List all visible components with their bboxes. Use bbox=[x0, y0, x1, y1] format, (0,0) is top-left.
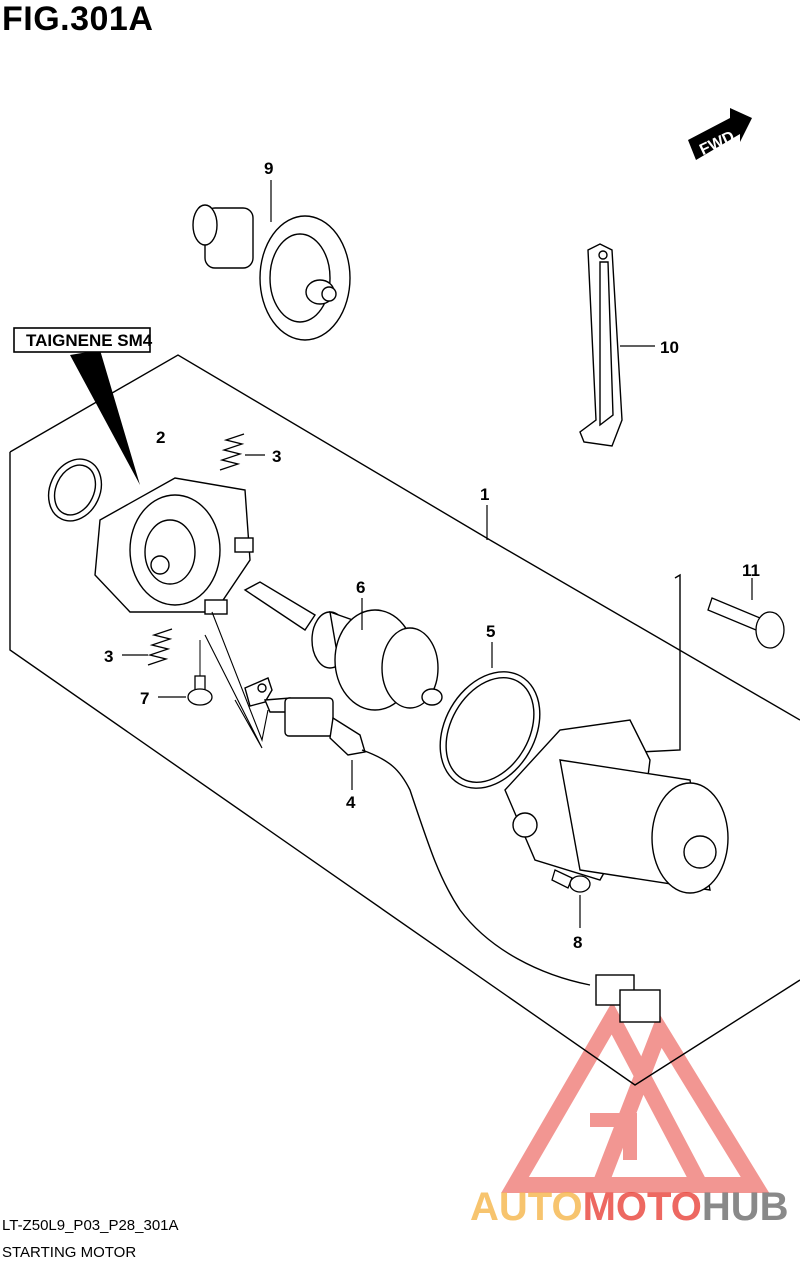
callout-7: 7 bbox=[140, 689, 149, 708]
figure-title: FIG.301A bbox=[2, 0, 154, 38]
callout-9: 9 bbox=[264, 159, 273, 178]
callout-8: 8 bbox=[573, 933, 582, 952]
screw-part-8 bbox=[551, 869, 591, 893]
spring-part-lower bbox=[147, 628, 173, 666]
bolt-part-11 bbox=[707, 597, 785, 649]
callout-3-upper: 3 bbox=[272, 447, 281, 466]
callout-1: 1 bbox=[480, 485, 489, 504]
callout-11: 11 bbox=[742, 561, 760, 580]
armature-part bbox=[243, 581, 443, 711]
lubricant-label: TAIGNENE SM4 bbox=[26, 331, 153, 350]
brush-holder-part bbox=[94, 477, 254, 615]
assembly-outline bbox=[9, 354, 800, 1086]
callout-10: 10 bbox=[660, 338, 679, 357]
diagram-code: LT-Z50L9_P03_P28_301A bbox=[2, 1217, 179, 1234]
callout-2: 2 bbox=[156, 428, 165, 447]
o-ring-part bbox=[47, 458, 103, 522]
watermark-auto: AUTO bbox=[470, 1185, 583, 1229]
watermark-hub: HUB bbox=[702, 1185, 789, 1229]
callout-3-lower: 3 bbox=[104, 647, 113, 666]
fwd-arrow-icon: FWD bbox=[688, 108, 752, 160]
lead-wire-part bbox=[244, 677, 661, 1023]
callout-4: 4 bbox=[346, 793, 356, 812]
watermark-moto: MOTO bbox=[583, 1185, 702, 1229]
lubricant-pointer bbox=[70, 350, 140, 485]
watermark-text: AUTOMOTOHUB bbox=[470, 1185, 789, 1229]
lubricant-box bbox=[13, 327, 151, 353]
spring-part-upper bbox=[219, 433, 245, 471]
starter-gear-part bbox=[192, 204, 351, 341]
motor-housing-part bbox=[504, 719, 729, 894]
callout-6: 6 bbox=[356, 578, 365, 597]
holder-strap-part bbox=[579, 243, 623, 447]
diagram-name: STARTING MOTOR bbox=[2, 1244, 137, 1261]
callout-5: 5 bbox=[486, 622, 495, 641]
screw-part-7 bbox=[187, 675, 213, 706]
watermark-logo bbox=[501, 1001, 770, 1193]
o-ring-large-part bbox=[439, 671, 541, 789]
